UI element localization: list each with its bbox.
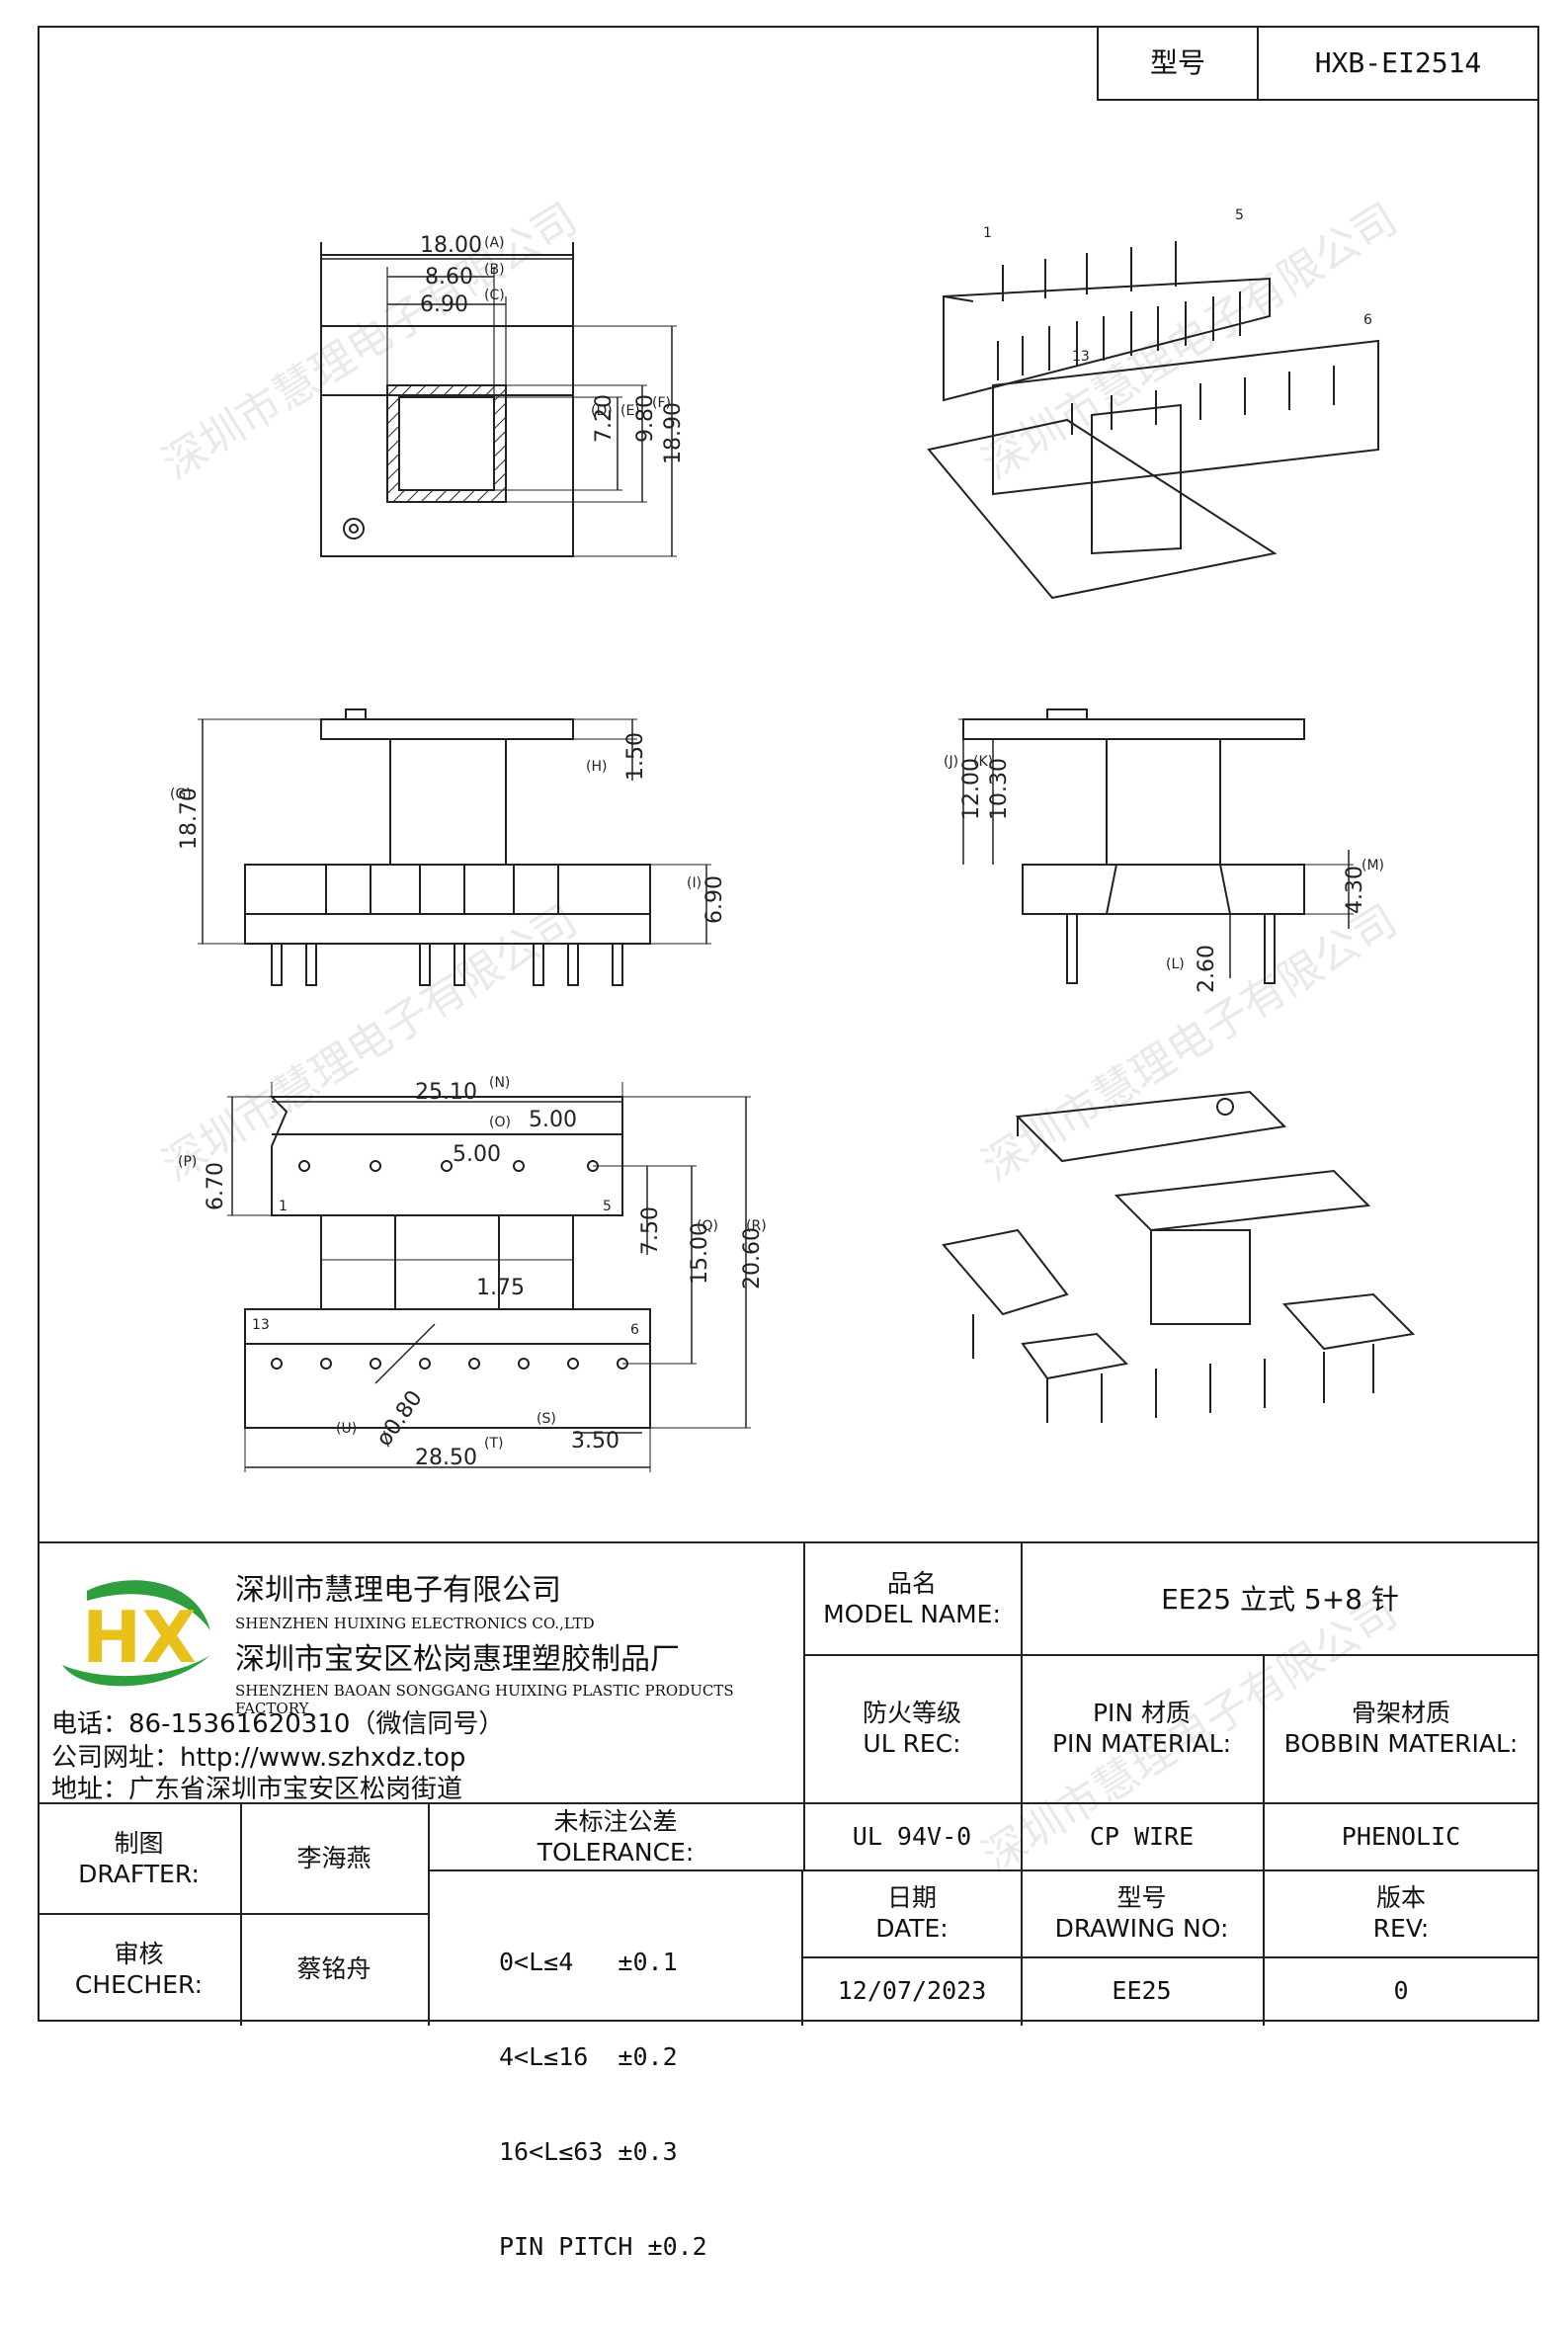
dim-letter: (S) [536,1411,556,1427]
checker-value: 蔡铭舟 [240,1913,430,2026]
dim-letter: (A) [484,235,505,251]
ul-rec-value: UL 94V-0 [803,1804,1023,1871]
pin-label: 5 [1235,208,1244,223]
dim-n: 25.10 [415,1080,477,1105]
pin-label: 1 [279,1199,288,1214]
rev-label: 版本 REV: [1263,1869,1539,1958]
factory-name-en: SHENZHEN BAOAN SONGGANG HUIXING PLASTIC … [235,1682,734,1717]
dim-s: 3.50 [571,1429,619,1454]
date-label: 日期 DATE: [803,1869,1023,1958]
dim-m: 4.30 [1343,866,1367,914]
drawing-frame [38,26,1539,2022]
dim-d: 7.20 [592,394,617,443]
company-name-en: SHENZHEN HUIXING ELECTRONICS CO.,LTD [235,1615,595,1632]
drawing-no-value: EE25 [1021,1956,1265,2026]
date-value: 12/07/2023 [803,1956,1023,2026]
ul-rec-label: 防火等级 UL REC: [803,1654,1023,1802]
title-block: HX 深圳市慧理电子有限公司 SHENZHEN HUIXING ELECTRON… [38,1541,1539,2261]
dim-letter: (J) [944,754,958,770]
drafter-value: 李海燕 [240,1804,430,1915]
dim-u: ø0.80 [371,1386,427,1451]
tolerance-label: 未标注公差 TOLERANCE: [428,1804,805,1871]
dim-g: 18.70 [177,788,202,850]
tolerance-line: 16<L≤63 ±0.3 [499,2137,678,2166]
pin-label: 1 [983,225,992,241]
dim-e: 9.80 [633,394,658,443]
dim-letter: (E) [620,403,640,419]
pin-label: 13 [252,1317,270,1333]
dim-letter: (N) [489,1075,510,1091]
dim-letter: (R) [746,1218,767,1234]
dim-r: 20.60 [740,1227,765,1289]
dim-letter: (M) [1362,858,1384,873]
dim-letter: (O) [489,1115,511,1130]
dim-letter: (H) [586,759,607,775]
pin-label: 6 [1363,312,1372,328]
dim-letter: (P) [178,1154,197,1170]
model-value: HXB-EI2514 [1314,45,1482,79]
dim-q: 15.00 [688,1222,712,1285]
company-phone: 电话：86-15361620310（微信同号） [51,1709,505,1739]
dim-k: 10.30 [987,758,1012,820]
dim-f: 18.90 [661,402,686,464]
dim-h: 1.50 [623,732,648,781]
dim-letter: (D) [591,403,613,419]
dim-t: 28.50 [415,1446,477,1470]
dim-l: 2.60 [1195,945,1219,993]
dim-p: 6.70 [204,1162,228,1210]
dim-letter: (T) [484,1436,503,1452]
dim-letter: (F) [652,395,671,411]
dim-letter: (I) [687,875,701,891]
hx-logo-icon: HX [62,1580,210,1687]
rev-value: 0 [1393,1976,1409,2006]
bobbin-material-value: PHENOLIC [1263,1804,1539,1871]
dim-letter: (L) [1166,956,1185,972]
dim-letter: (C) [484,288,505,303]
dim-pitch: 1.75 [476,1276,525,1300]
dim-c: 6.90 [420,292,468,317]
dim-letter: (B) [484,262,505,278]
dim-b: 8.60 [425,265,473,290]
dim-o: 5.00 [529,1108,577,1132]
dim-letter: (Q) [697,1218,718,1234]
tolerance-line: 0<L≤4 ±0.1 [499,1948,678,1976]
dim-letter: (U) [336,1421,357,1437]
tolerance-line: PIN PITCH ±0.2 [499,2232,707,2261]
dim-j: 12.00 [959,758,984,820]
company-block: HX 深圳市慧理电子有限公司 SHENZHEN HUIXING ELECTRON… [38,1543,805,1804]
dim-o2: 5.00 [453,1142,501,1167]
pin-label: 6 [630,1322,639,1338]
model-name-label: 品名 MODEL NAME: [803,1543,1023,1656]
technical-drawing: 18.00 8.60 6.90 7.20 9.80 18.90 18.70 1.… [170,208,1416,1472]
company-address: 地址：广东省深圳市宝安区松岗街道 [51,1775,463,1804]
pin-material-value: CP WIRE [1021,1804,1265,1871]
model-label: 型号 [1099,26,1259,99]
tolerance-values: 0<L≤4 ±0.1 4<L≤16 ±0.2 16<L≤63 ±0.3 PIN … [428,1869,803,2261]
logo-letters: HX [82,1596,197,1679]
model-name-value: EE25 立式 5+8 针 [1021,1543,1539,1656]
company-name-cn: 深圳市慧理电子有限公司 [235,1573,561,1608]
pin-label: 13 [1072,349,1090,365]
pin-label: 5 [603,1199,612,1214]
drawing-no-label: 型号 DRAWING NO: [1021,1869,1265,1958]
pin-material-label: PIN 材质 PIN MATERIAL: [1021,1654,1265,1802]
dim-letter: (G) [170,787,192,802]
drafter-label: 制图 DRAFTER: [38,1804,242,1915]
checker-label: 审核 CHECHER: [38,1913,242,2026]
dim-letter: (K) [973,754,993,770]
tolerance-line: 4<L≤16 ±0.2 [499,2042,678,2071]
dim-i: 6.90 [702,875,727,924]
model-header: 型号 HXB-EI2514 [1097,26,1539,101]
company-website: 公司网址：http://www.szhxdz.top [51,1743,466,1773]
dim-a: 18.00 [420,233,482,258]
bobbin-material-label: 骨架材质 BOBBIN MATERIAL: [1283,1698,1519,1758]
factory-name-cn: 深圳市宝安区松岗惠理塑胶制品厂 [235,1642,680,1677]
dim-q2: 7.50 [638,1206,663,1255]
